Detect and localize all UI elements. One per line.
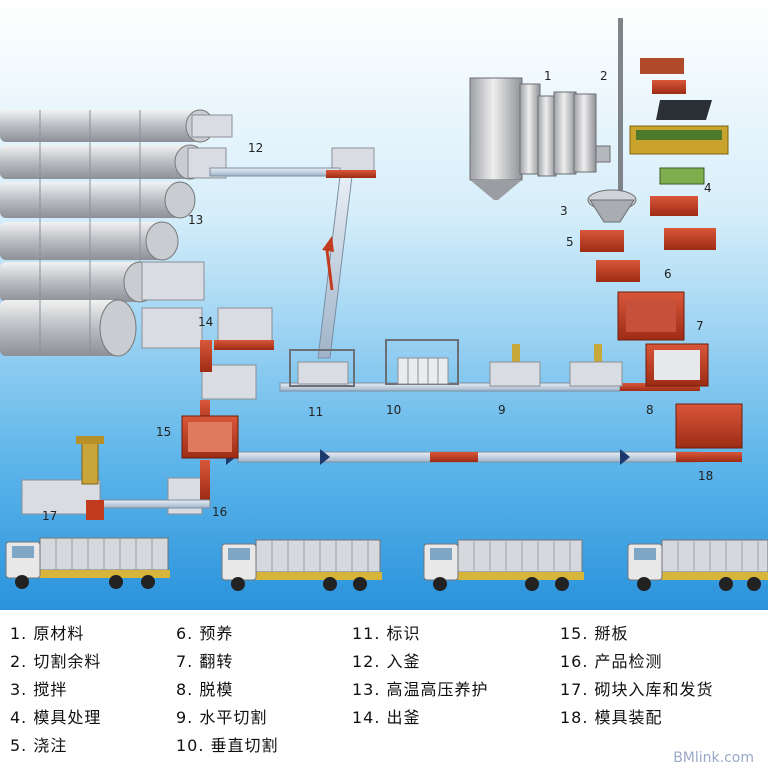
watermark: BMlink.com [673, 750, 754, 766]
step-number-8: 8 [646, 403, 654, 417]
mixer [587, 189, 637, 223]
step-number-1: 1 [544, 69, 552, 83]
step-number-10: 10 [386, 403, 401, 417]
cutting-residue-pipe [618, 18, 623, 198]
step-number-5: 5 [566, 235, 574, 249]
truck [423, 539, 584, 591]
step-number-17: 17 [42, 509, 57, 523]
step-number-11: 11 [308, 405, 323, 419]
step-number-7: 7 [696, 319, 704, 333]
autoclave [0, 261, 157, 303]
conveyor-lines [86, 167, 742, 520]
step-number-3: 3 [560, 204, 568, 218]
vertical-cutting-machine [385, 339, 459, 385]
autoclave [0, 144, 206, 180]
truck [627, 539, 768, 591]
horizontal-cutting-machine [489, 344, 623, 387]
legend-item-17: 17. 砌块入库和发货 [560, 680, 714, 699]
block-stack [191, 114, 233, 138]
autoclave [0, 221, 179, 261]
step-number-2: 2 [600, 69, 608, 83]
legend-item-14: 14. 出釜 [352, 708, 421, 727]
step-number-6: 6 [664, 267, 672, 281]
legend-item-5: 5. 浇注 [10, 736, 68, 755]
crane [76, 436, 104, 485]
autoclave [0, 109, 215, 143]
step-number-13: 13 [188, 213, 203, 227]
marking-station [289, 349, 355, 387]
legend-item-13: 13. 高温高压养护 [352, 680, 489, 699]
autoclave-rings [39, 110, 141, 356]
legend-item-11: 11. 标识 [352, 624, 421, 643]
block-stack [141, 307, 203, 349]
legend-item-3: 3. 搅拌 [10, 680, 68, 699]
autoclave [0, 181, 196, 219]
truck [221, 539, 382, 591]
legend-item-12: 12. 入釜 [352, 652, 421, 671]
legend-item-15: 15. 掰板 [560, 624, 629, 643]
legend-item-9: 9. 水平切割 [176, 708, 268, 727]
legend-item-7: 7. 翻转 [176, 652, 234, 671]
step-number-16: 16 [212, 505, 227, 519]
step-number-18: 18 [698, 469, 713, 483]
step-number-labels: 1 2 3 4 5 6 7 8 9 10 11 12 13 14 15 16 1… [42, 69, 713, 523]
splitting-station [181, 415, 239, 459]
autoclave [0, 299, 137, 357]
mold-treatment-area [580, 58, 743, 449]
step-number-4: 4 [704, 181, 712, 195]
legend-item-10: 10. 垂直切割 [176, 736, 279, 755]
process-legend: 1. 原材料 2. 切割余料 3. 搅拌 4. 模具处理 5. 浇注 6. 预养… [0, 610, 768, 768]
legend-item-2: 2. 切割余料 [10, 652, 102, 671]
truck [5, 537, 170, 589]
step-number-15: 15 [156, 425, 171, 439]
step-number-9: 9 [498, 403, 506, 417]
legend-item-8: 8. 脱模 [176, 680, 234, 699]
raw-material-silos [469, 77, 611, 200]
block-stack [141, 261, 205, 301]
block-stack [167, 477, 203, 515]
legend-item-6: 6. 预养 [176, 624, 234, 643]
legend-item-18: 18. 模具装配 [560, 708, 663, 727]
cutting-line [289, 339, 623, 387]
legend-item-1: 1. 原材料 [10, 624, 85, 643]
production-flow-diagram: 1 2 3 4 5 6 7 8 9 10 11 12 13 14 15 16 1… [0, 0, 768, 610]
step-number-12: 12 [248, 141, 263, 155]
legend-item-16: 16. 产品检测 [560, 652, 663, 671]
legend-item-4: 4. 模具处理 [10, 708, 102, 727]
step-number-14: 14 [198, 315, 213, 329]
